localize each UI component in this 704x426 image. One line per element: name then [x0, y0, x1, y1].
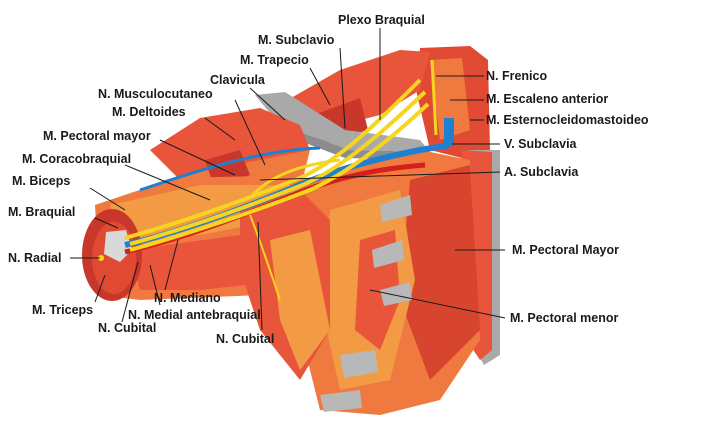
- label-n-cubital-bottom: N. Cubital: [216, 332, 274, 346]
- label-m-esternocleidomastoideo: M. Esternocleidomastoideo: [486, 113, 649, 127]
- label-m-braquial: M. Braquial: [8, 205, 75, 219]
- label-clavicula: Clavicula: [210, 73, 266, 87]
- label-a-subclavia: A. Subclavia: [504, 165, 579, 179]
- label-m-triceps: M. Triceps: [32, 303, 93, 317]
- label-n-medial-antebraquial: N. Medial antebraquial: [128, 308, 261, 322]
- label-n-mediano: N. Mediano: [154, 291, 221, 305]
- label-n-cubital-left: N. Cubital: [98, 321, 156, 335]
- label-m-trapecio: M. Trapecio: [240, 53, 309, 67]
- vena-subclavia-end: [444, 118, 454, 146]
- label-m-pectoral-mayor-right: M. Pectoral Mayor: [512, 243, 619, 257]
- label-m-pectoral-menor: M. Pectoral menor: [510, 311, 618, 325]
- label-n-musculocutaneo: N. Musculocutaneo: [98, 87, 213, 101]
- label-n-radial: N. Radial: [8, 251, 62, 265]
- label-m-escaleno-anterior: M. Escaleno anterior: [486, 92, 608, 106]
- label-m-biceps: M. Biceps: [12, 174, 70, 188]
- label-plexo-braquial: Plexo Braquial: [338, 13, 425, 27]
- label-n-frenico: N. Frenico: [486, 69, 547, 83]
- label-m-coracobraquial: M. Coracobraquial: [22, 152, 131, 166]
- label-m-deltoides: M. Deltoides: [112, 105, 186, 119]
- label-m-subclavio: M. Subclavio: [258, 33, 335, 47]
- label-v-subclavia: V. Subclavia: [504, 137, 578, 151]
- label-m-pectoral-mayor-left: M. Pectoral mayor: [43, 129, 151, 143]
